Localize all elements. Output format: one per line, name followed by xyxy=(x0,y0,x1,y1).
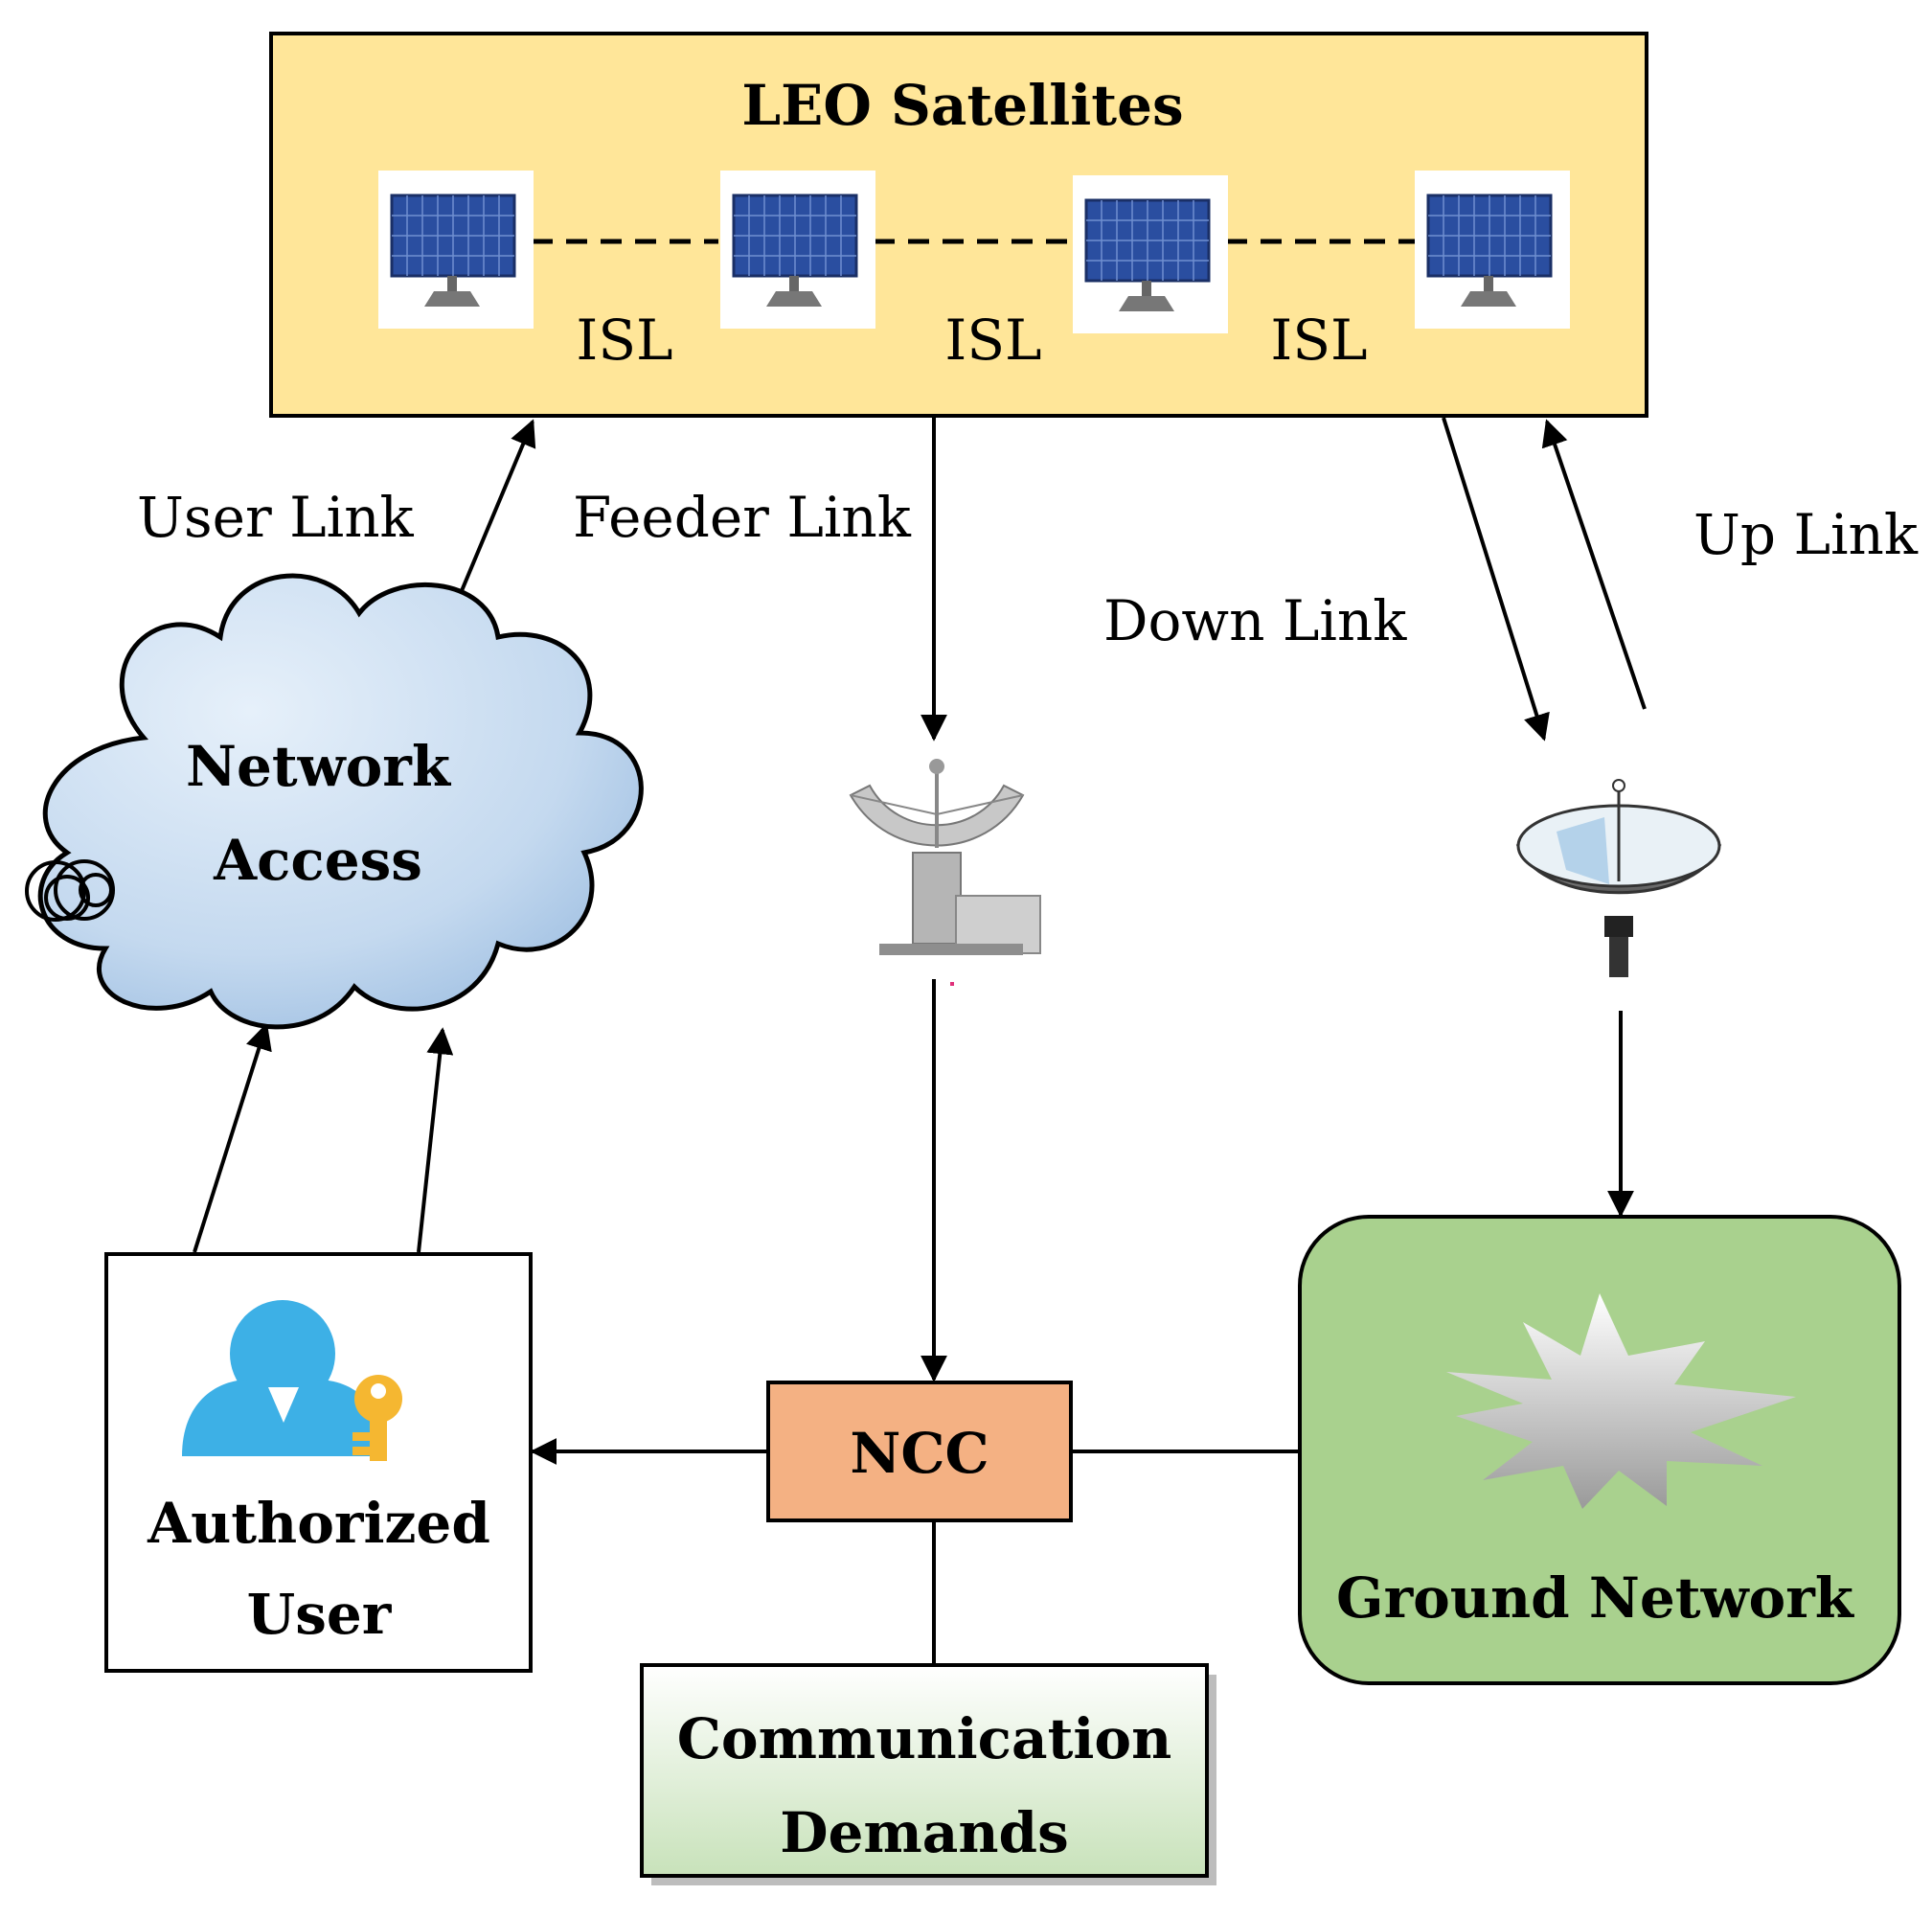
red-dot-mark xyxy=(950,982,954,986)
ncc-label: NCC xyxy=(850,1421,989,1486)
authorized-user-line1: Authorized xyxy=(147,1491,490,1556)
ground-network-box: Ground Network xyxy=(1298,1215,1901,1685)
satellite-icon xyxy=(720,171,875,329)
starburst-icon xyxy=(1446,1293,1796,1509)
cloud-label-line1: Network xyxy=(186,734,452,799)
down-link-arrow xyxy=(1442,417,1550,742)
user-to-cloud-arrow-2 xyxy=(417,1027,454,1253)
ground-network-label: Ground Network xyxy=(1336,1565,1855,1631)
radar-dish-icon xyxy=(849,759,1041,955)
demands-line1: Communication xyxy=(677,1706,1172,1771)
user-key-icon xyxy=(182,1300,402,1461)
authorized-user-box: Authorized User xyxy=(104,1252,533,1673)
user-to-cloud-arrow-1 xyxy=(193,1022,272,1253)
authorized-user-line2: User xyxy=(247,1582,393,1647)
isl-label-3: ISL xyxy=(1270,308,1367,373)
leo-satellites-box: LEO Satellites ISL ISL ISL xyxy=(269,32,1648,418)
satellite-icon xyxy=(1073,175,1228,333)
feeder-link-label: Feeder Link xyxy=(573,485,912,550)
communication-demands-box: Communication Demands xyxy=(640,1663,1216,1885)
cloud-label-line2: Access xyxy=(213,828,422,893)
user-link-label: User Link xyxy=(137,485,415,550)
down-link-label: Down Link xyxy=(1103,588,1407,653)
cloud-icon: Network Access xyxy=(25,573,644,1030)
isl-label-1: ISL xyxy=(576,308,672,373)
up-link-label: Up Link xyxy=(1693,502,1919,567)
satellite-icon xyxy=(1415,171,1570,329)
connector-arrows xyxy=(193,417,1647,1667)
isl-label-2: ISL xyxy=(944,308,1041,373)
leo-title: LEO Satellites xyxy=(741,73,1183,138)
satellite-dish-icon xyxy=(1515,779,1722,977)
up-link-arrow xyxy=(1541,419,1647,710)
ncc-box: NCC xyxy=(766,1381,1073,1522)
demands-line2: Demands xyxy=(780,1800,1069,1865)
satellite-icon xyxy=(378,171,534,329)
